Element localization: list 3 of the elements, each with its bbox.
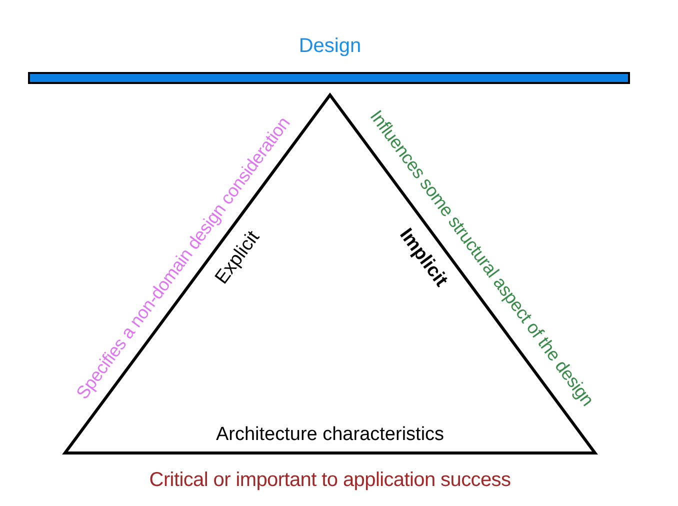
bottom-annotation: Critical or important to application success: [149, 469, 511, 491]
bar-title: Design: [298, 35, 362, 57]
base-label: Architecture characteristics: [216, 424, 444, 446]
